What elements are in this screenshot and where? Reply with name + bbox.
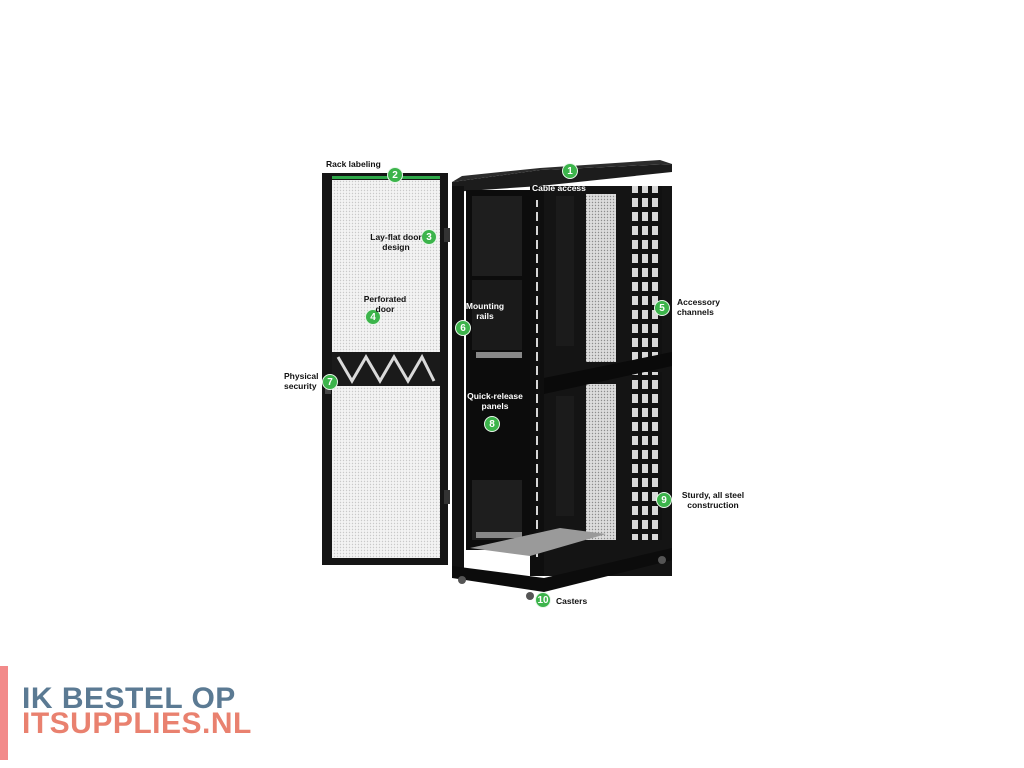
callout-label-4: Perforated door bbox=[363, 294, 407, 314]
callout-label-9: Sturdy, all steel construction bbox=[681, 490, 745, 510]
callout-badge-5: 5 bbox=[654, 300, 670, 316]
perforated-panel-top bbox=[332, 180, 440, 352]
callout-label-5: Accessory channels bbox=[677, 297, 721, 317]
callout-label-7: Physical security bbox=[284, 371, 319, 391]
callout-badge-10: 10 bbox=[535, 592, 551, 608]
callout-label-8: Quick-release panels bbox=[467, 391, 523, 411]
caster bbox=[458, 576, 466, 584]
perforated-panel-bottom bbox=[332, 386, 440, 558]
caster bbox=[658, 556, 666, 564]
mounting-rail bbox=[476, 352, 522, 358]
brand-line-1: IK BESTEL OP bbox=[22, 682, 236, 715]
callout-label-2: Rack labeling bbox=[326, 159, 381, 169]
rack-label-strip bbox=[332, 176, 440, 179]
callout-badge-8: 8 bbox=[484, 416, 500, 432]
callout-badge-7: 7 bbox=[322, 374, 338, 390]
rack-cabinet bbox=[452, 160, 672, 600]
brand-line-2: ITSUPPLIES.NL bbox=[22, 707, 252, 740]
callout-label-10: Casters bbox=[556, 596, 588, 606]
callout-badge-4: 4 bbox=[365, 309, 381, 325]
callout-badge-3: 3 bbox=[421, 229, 437, 245]
callout-label-1: Cable access bbox=[532, 183, 586, 193]
accessory-channel-top bbox=[632, 186, 662, 362]
brand-accent-bar bbox=[0, 666, 8, 760]
accessory-channel-bottom bbox=[632, 372, 662, 540]
callout-badge-2: 2 bbox=[387, 167, 403, 183]
callout-badge-1: 1 bbox=[562, 163, 578, 179]
caster bbox=[526, 592, 534, 600]
callout-badge-9: 9 bbox=[656, 492, 672, 508]
cabinet-floor bbox=[470, 528, 606, 556]
callout-badge-6: 6 bbox=[455, 320, 471, 336]
callout-label-3: Lay-flat door design bbox=[370, 232, 422, 252]
callout-label-6: Mounting rails bbox=[465, 301, 505, 321]
